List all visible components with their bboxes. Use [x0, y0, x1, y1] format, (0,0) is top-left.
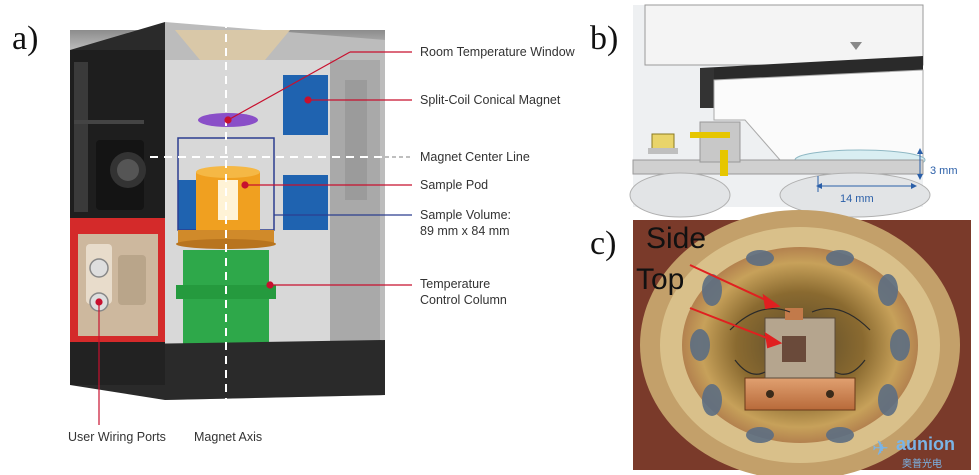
sample-photo	[633, 210, 971, 475]
panel-label-c: c)	[590, 225, 617, 262]
label-sample-pod: Sample Pod	[420, 178, 489, 192]
watermark-brand: aunion	[896, 434, 955, 454]
cryostat-diagram	[70, 20, 412, 425]
panel-label-b: b)	[590, 20, 619, 57]
label-sample-volume-line2: 89 mm x 84 mm	[420, 224, 510, 238]
label-temperature-control-line1: Temperature	[420, 277, 491, 291]
label-temperature-control: Temperature Control Column	[420, 276, 507, 308]
photo-label-side: Side	[646, 222, 707, 255]
label-magnet-axis: Magnet Axis	[194, 430, 263, 444]
cross-section-diagram: 3 mm 14 mm	[629, 4, 958, 218]
label-sample-volume-line1: Sample Volume:	[420, 208, 512, 222]
split-coil-magnet-upper	[283, 75, 328, 135]
split-coil-magnet-lower	[283, 175, 328, 230]
watermark-sub: 奥普光电	[902, 459, 942, 470]
label-temperature-control-line2: Control Column	[420, 293, 507, 307]
label-magnet-center-line: Magnet Center Line	[420, 150, 530, 164]
photo-label-top: Top	[636, 263, 685, 296]
dimension-width: 14 mm	[840, 193, 874, 205]
label-sample-volume: Sample Volume: 89 mm x 84 mm	[420, 207, 511, 239]
dimension-height: 3 mm	[930, 165, 958, 177]
watermark-logo-icon: ✈	[872, 438, 889, 460]
label-split-coil-magnet: Split-Coil Conical Magnet	[420, 93, 561, 107]
watermark: ✈ aunion 奥普光电	[872, 432, 976, 472]
label-user-wiring-ports: User Wiring Ports	[68, 430, 166, 444]
panel-label-a: a)	[12, 20, 39, 57]
label-room-temperature-window: Room Temperature Window	[420, 45, 575, 59]
